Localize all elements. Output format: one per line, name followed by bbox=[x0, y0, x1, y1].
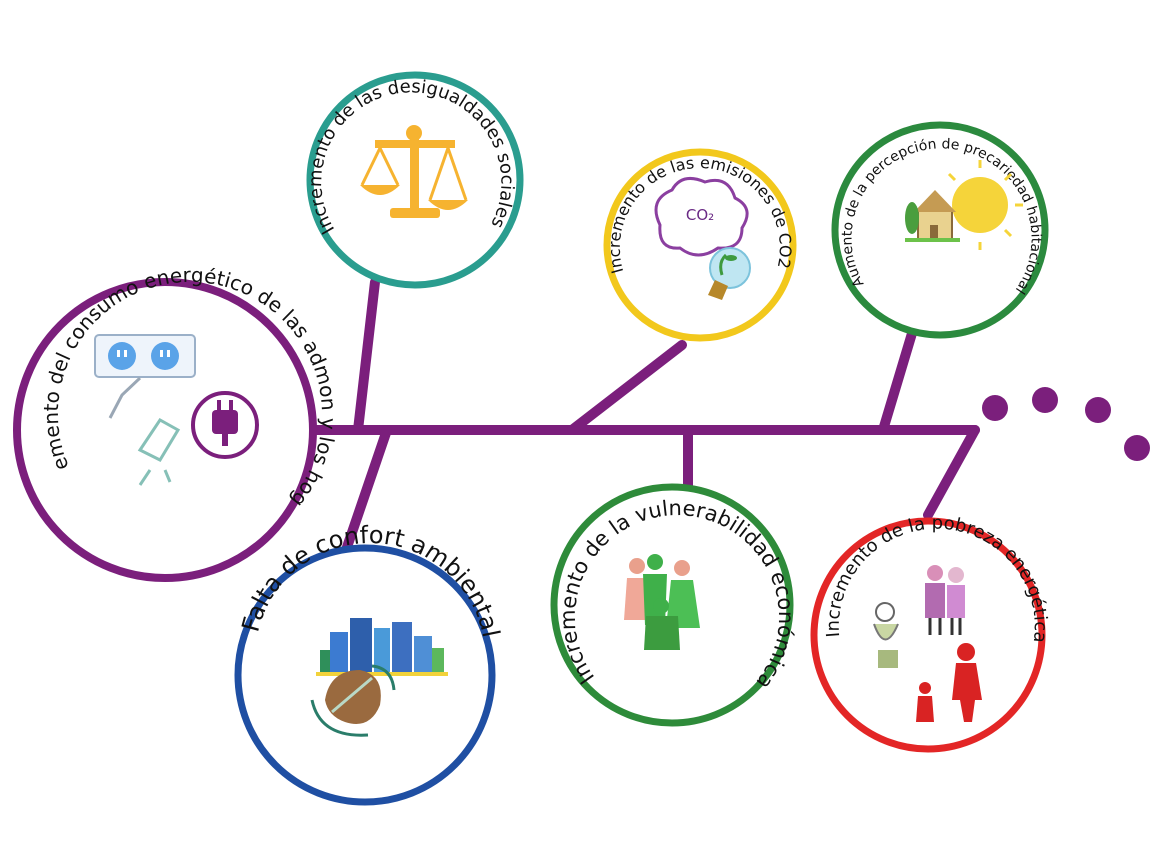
bone-precariedad bbox=[878, 325, 918, 435]
dot-1 bbox=[982, 395, 1008, 421]
node-pobreza-circle bbox=[810, 517, 1046, 753]
city-leaf-icon bbox=[310, 618, 448, 737]
family-icon bbox=[873, 565, 982, 722]
bone-desigualdades bbox=[353, 277, 380, 435]
continuation-dots bbox=[982, 387, 1150, 461]
people-group-icon bbox=[624, 554, 700, 650]
co2-text: CO₂ bbox=[686, 206, 714, 224]
bone-pobreza bbox=[923, 425, 980, 520]
plug-outlet-icon bbox=[94, 334, 259, 486]
house-sun-icon bbox=[905, 160, 1023, 250]
dot-3 bbox=[1085, 397, 1111, 423]
node-precariedad: Aumento de la percepción de precariedad … bbox=[831, 121, 1049, 339]
node-consumo-circle bbox=[13, 278, 317, 582]
dot-2 bbox=[1032, 387, 1058, 413]
bone-emisiones bbox=[567, 340, 687, 435]
co2-bulb-icon: CO₂ bbox=[654, 176, 751, 300]
node-vulnerabilidad: Incremento de la vulnerabilidad económic… bbox=[550, 483, 798, 727]
dot-4 bbox=[1124, 435, 1150, 461]
fishbone-spine bbox=[310, 277, 980, 558]
bone-confort bbox=[340, 425, 392, 558]
node-confort: Falta de confort ambiental bbox=[234, 521, 505, 806]
node-emisiones: Incremento de las emisiones de CO2 CO₂ bbox=[603, 148, 797, 342]
scales-icon bbox=[360, 125, 468, 218]
node-desigualdades: Incremento de las desigualdades sociales bbox=[305, 71, 524, 289]
node-pobreza: Incremento de la pobreza energética bbox=[810, 513, 1051, 753]
node-consumo: Incremento del consumo energético de las… bbox=[0, 0, 341, 582]
